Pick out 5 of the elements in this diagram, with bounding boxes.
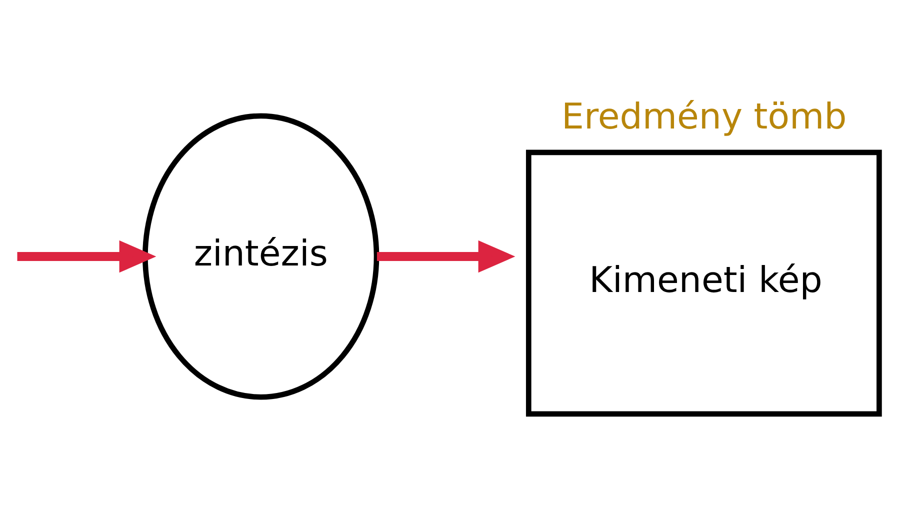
node-label: Eredmény tömb bbox=[562, 96, 847, 138]
node-box: Kimeneti kép bbox=[526, 150, 882, 417]
arrow bbox=[17, 240, 156, 273]
node-ellipse: zintézis bbox=[142, 113, 380, 400]
arrow bbox=[376, 240, 516, 273]
